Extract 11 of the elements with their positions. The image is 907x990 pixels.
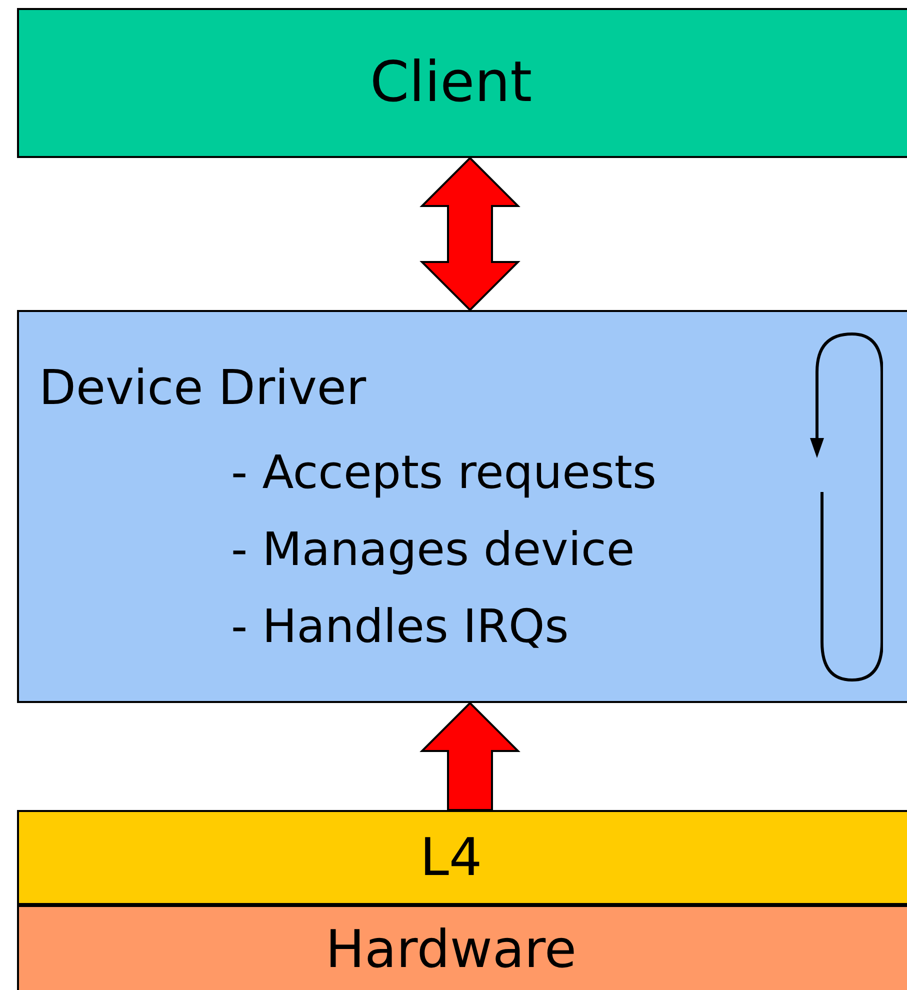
client-box: [17, 8, 907, 158]
box-label: L4: [420, 832, 482, 884]
list-item: - Handles IRQs: [231, 603, 569, 649]
hardware-box: [17, 905, 907, 990]
driver-box: [17, 310, 907, 703]
kernel-box: [17, 810, 907, 905]
block-arrow: [420, 156, 520, 312]
block-arrow: [420, 702, 520, 811]
heading: Device Driver: [39, 364, 366, 412]
box-label: Hardware: [325, 924, 577, 976]
box-label: Client: [370, 55, 532, 111]
